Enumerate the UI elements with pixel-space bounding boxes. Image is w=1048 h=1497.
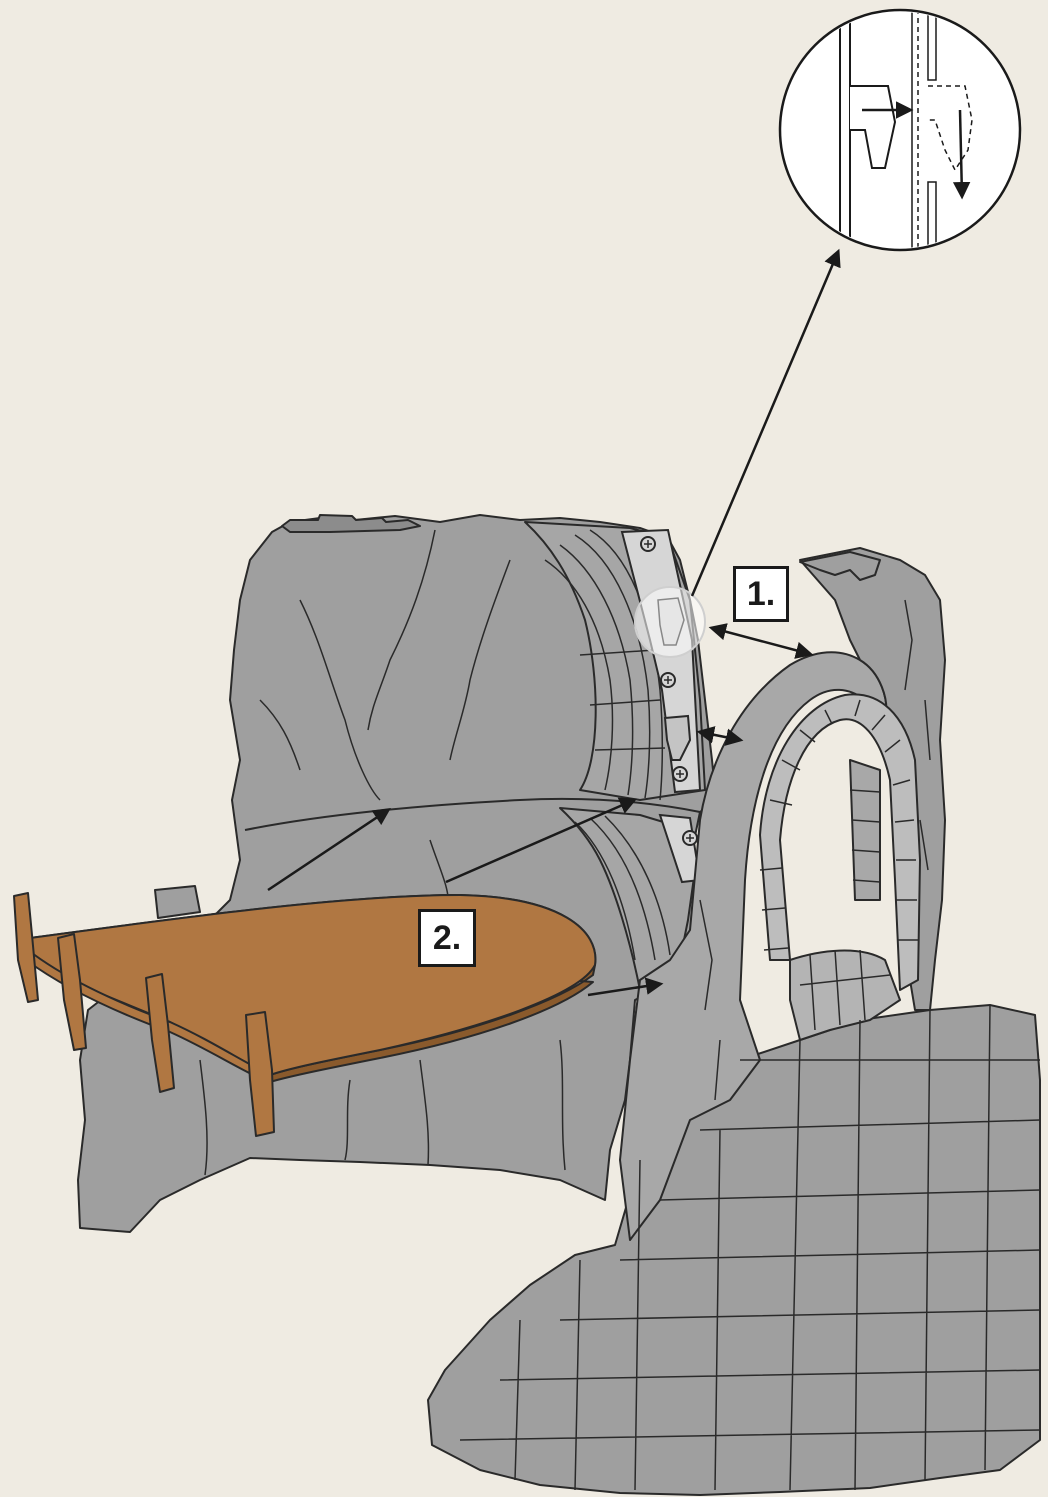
screw-icon: [640, 536, 656, 552]
assembly-arrows: [267, 248, 841, 997]
arch-ruin: [427, 547, 1041, 1496]
detail-inset: [778, 8, 1022, 252]
detail-magnifier: [634, 586, 706, 658]
arrow-icon: [696, 726, 744, 746]
step-1-label: 1.: [733, 566, 789, 622]
arrow-icon: [690, 248, 841, 597]
back-rock-wall: [77, 514, 717, 1233]
hook-icon: [663, 714, 692, 761]
arrow-icon: [445, 797, 638, 884]
step-2-label: 2.: [418, 909, 476, 967]
arrow-icon: [267, 808, 391, 892]
screw-icon: [660, 672, 676, 688]
arrow-icon: [587, 977, 664, 997]
screw-icon: [672, 766, 688, 782]
screw-icon: [682, 830, 698, 846]
arrow-icon: [708, 623, 814, 659]
